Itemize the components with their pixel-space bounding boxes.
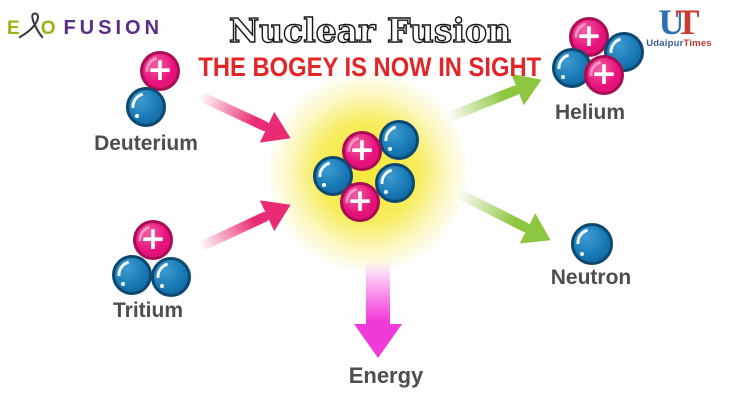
arrow-fusion-to-energy bbox=[354, 262, 402, 358]
proton-particle: + bbox=[342, 131, 382, 171]
neutron-particle bbox=[375, 163, 415, 203]
plus-symbol: + bbox=[140, 220, 166, 257]
arrow-shaft bbox=[197, 91, 271, 133]
neutron-particle bbox=[571, 223, 613, 265]
arrow-shaft bbox=[197, 210, 271, 252]
ut-monogram: UT bbox=[636, 4, 722, 40]
exo-fusion-wordmark: FUSION bbox=[63, 17, 164, 39]
fusion-glow bbox=[268, 72, 468, 272]
arrow-fusion-to-neutron bbox=[450, 177, 559, 256]
exo-x-swirl-icon bbox=[18, 12, 43, 39]
neutron-particle bbox=[126, 87, 166, 127]
deuterium-label: Deuterium bbox=[94, 132, 198, 155]
tritium-label: Tritium bbox=[112, 299, 183, 322]
helium-label: Helium bbox=[554, 101, 625, 124]
proton-particle: + bbox=[569, 17, 609, 57]
arrow-shaft bbox=[455, 188, 532, 234]
arrow-shaft bbox=[445, 84, 522, 123]
header: Nuclear Fusion THE BOGEY IS NOW IN SIGHT bbox=[150, 11, 590, 83]
neutron-label: Neutron bbox=[550, 266, 632, 289]
arrow-head bbox=[354, 324, 402, 358]
udaipur-text: Udaipur bbox=[646, 38, 684, 50]
proton-particle: + bbox=[140, 51, 180, 91]
udaipur-times-wordmark: UdaipurTimes bbox=[636, 38, 722, 49]
arrow-shaft bbox=[366, 262, 390, 328]
neutron-particle bbox=[112, 255, 152, 295]
exo-fusion-logo: E O FUSION bbox=[7, 10, 164, 39]
times-text: Times bbox=[683, 38, 712, 50]
exo-letter-e: E bbox=[7, 18, 20, 39]
ut-letter-t: T bbox=[675, 2, 700, 42]
arrow-head bbox=[519, 213, 559, 256]
plus-symbol: + bbox=[591, 55, 617, 92]
ut-letter-u: U bbox=[658, 2, 685, 42]
energy-label: Energy bbox=[348, 363, 424, 388]
neutron-particle bbox=[379, 120, 419, 160]
page-subtitle: THE BOGEY IS NOW IN SIGHT bbox=[198, 51, 542, 82]
proton-particle: + bbox=[133, 220, 173, 260]
exo-letter-o: O bbox=[40, 18, 56, 39]
neutron-particle bbox=[151, 257, 191, 297]
plus-symbol: + bbox=[347, 182, 373, 219]
page-title: Nuclear Fusion bbox=[228, 11, 511, 50]
proton-particle: + bbox=[340, 182, 380, 222]
proton-particle: + bbox=[584, 55, 624, 95]
arrow-tritium-to-fusion bbox=[192, 188, 298, 263]
udaipur-times-logo: UT UdaipurTimes bbox=[636, 4, 722, 49]
plus-symbol: + bbox=[349, 131, 375, 168]
